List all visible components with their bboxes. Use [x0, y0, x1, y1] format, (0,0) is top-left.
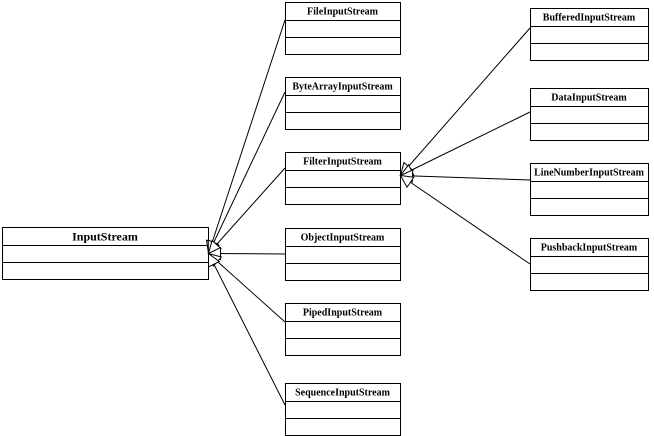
inheritance-edges — [208, 19, 531, 406]
class-name: DataInputStream — [551, 93, 627, 104]
class-input-stream: InputStream — [2, 227, 209, 280]
class-box — [530, 163, 649, 216]
class-sequence-input-stream: SequenceInputStream — [285, 383, 401, 436]
class-box — [285, 383, 401, 436]
edge-filter-input-stream-to-input-stream — [208, 167, 286, 254]
inheritance-arrowhead — [399, 174, 415, 189]
class-box — [285, 228, 401, 281]
edge-byte-array-input-stream-to-input-stream — [208, 91, 286, 254]
class-name: LineNumberInputStream — [534, 168, 644, 179]
class-buffered-input-stream: BufferedInputStream — [530, 8, 649, 61]
class-name: FileInputStream — [307, 7, 379, 18]
edge-data-input-stream-to-filter-input-stream — [400, 111, 531, 176]
class-box — [530, 8, 649, 61]
edge-sequence-input-stream-to-input-stream — [208, 253, 286, 406]
class-box — [285, 2, 401, 55]
edge-file-input-stream-to-input-stream — [208, 19, 286, 254]
class-pushback-input-stream: PushbackInputStream — [530, 238, 649, 291]
class-name: BufferedInputStream — [543, 13, 636, 24]
edge-pushback-input-stream-to-filter-input-stream — [400, 175, 531, 265]
class-byte-array-input-stream: ByteArrayInputStream — [285, 77, 401, 130]
class-name: FilterInputStream — [303, 157, 382, 168]
class-name: InputStream — [72, 229, 138, 243]
edge-piped-input-stream-to-input-stream — [208, 253, 286, 323]
edge-object-input-stream-to-input-stream — [208, 253, 286, 255]
class-object-input-stream: ObjectInputStream — [285, 228, 401, 281]
inheritance-arrowhead — [207, 252, 221, 268]
class-box — [285, 152, 401, 205]
class-name: PushbackInputStream — [541, 243, 638, 254]
class-name: ByteArrayInputStream — [292, 82, 393, 93]
class-box — [530, 238, 649, 291]
class-name: PipedInputStream — [303, 308, 383, 319]
class-box — [285, 77, 401, 130]
class-box — [285, 303, 401, 356]
class-piped-input-stream: PipedInputStream — [285, 303, 401, 356]
class-line-number-input-stream: LineNumberInputStream — [530, 163, 649, 216]
arrowheads — [205, 161, 415, 268]
edge-line-number-input-stream-to-filter-input-stream — [400, 175, 531, 181]
class-name: ObjectInputStream — [301, 233, 385, 244]
class-data-input-stream: DataInputStream — [530, 88, 649, 141]
class-name: SequenceInputStream — [295, 388, 390, 399]
edge-buffered-input-stream-to-filter-input-stream — [400, 27, 531, 176]
class-file-input-stream: FileInputStream — [285, 2, 401, 55]
class-filter-input-stream: FilterInputStream — [285, 152, 401, 205]
class-box — [530, 88, 649, 141]
